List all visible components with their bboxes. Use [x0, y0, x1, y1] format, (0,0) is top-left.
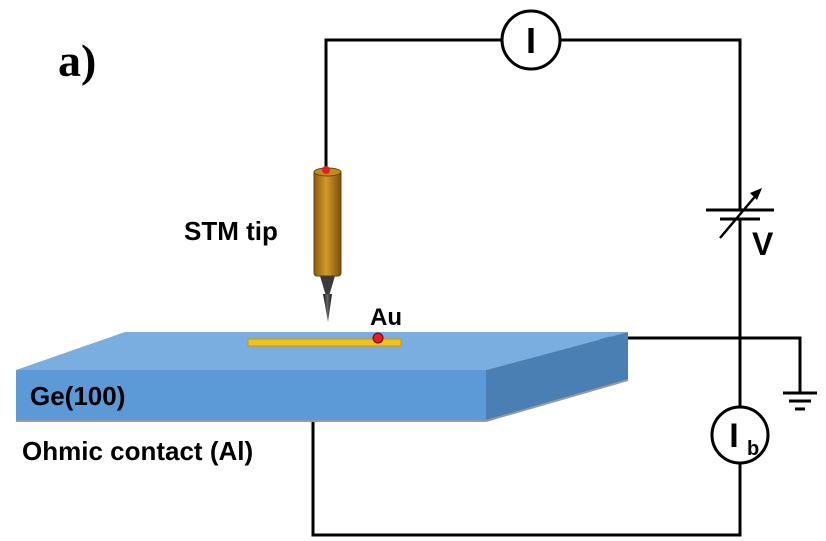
- ohmic-contact-label: Ohmic contact (Al): [22, 436, 253, 466]
- voltage-label: V: [752, 226, 774, 262]
- ammeter-label: I: [526, 20, 536, 61]
- ground-icon: [783, 391, 817, 411]
- au-electrode: Au: [247, 304, 402, 347]
- stm-tip: STM tip: [184, 166, 342, 322]
- au-strip: [247, 338, 402, 347]
- substrate-label: Ge(100): [30, 381, 125, 411]
- wire-tip-to-ammeter: [324, 38, 502, 168]
- variable-voltage-source: V: [706, 188, 774, 262]
- tip-contact-dot: [322, 166, 330, 174]
- bias-meter-label: I: [729, 417, 738, 455]
- ge-substrate: Ge(100): [16, 332, 629, 422]
- variable-arrow-icon: [719, 192, 759, 239]
- au-label: Au: [370, 304, 402, 331]
- panel-label: a): [58, 35, 96, 86]
- substrate-front-face: [16, 370, 486, 421]
- substrate-side-face: [486, 332, 628, 421]
- substrate-top-face: [16, 332, 628, 370]
- wire-ammeter-to-source: [560, 38, 742, 210]
- ammeter-bias-current: I b: [710, 405, 770, 465]
- stm-tip-body: [313, 169, 342, 277]
- au-contact-dot: [372, 332, 384, 344]
- stm-tip-label: STM tip: [184, 216, 278, 246]
- ammeter-current: I: [500, 9, 562, 71]
- bias-meter-subscript: b: [747, 438, 759, 460]
- wire-bias-meter-to-ohmic: [311, 418, 742, 537]
- stm-tip-needle: [323, 294, 332, 322]
